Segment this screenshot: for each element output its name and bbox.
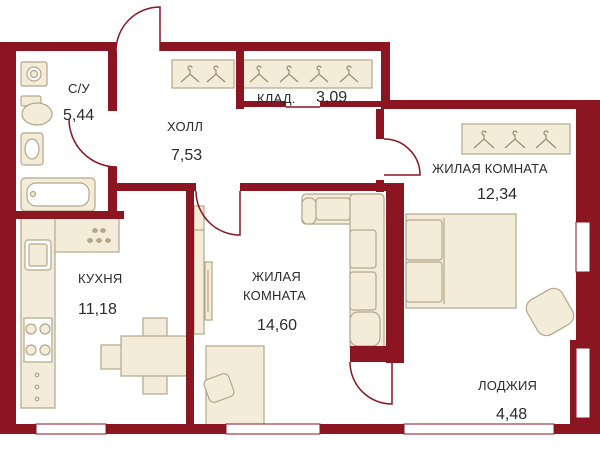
washing-machine-icon <box>20 61 48 87</box>
armchair-icon <box>525 287 575 337</box>
hanger-icon <box>171 59 235 89</box>
bedroom-door <box>383 138 421 176</box>
hanger-icon <box>339 65 359 83</box>
window-kitchen <box>35 423 107 435</box>
tv-icon <box>204 261 213 321</box>
bathtub-icon <box>20 177 96 212</box>
window-loggia-bottom <box>403 423 555 435</box>
stove-icon <box>23 317 53 363</box>
living-name-line2: КОМНАТА <box>243 288 306 303</box>
chair-icon <box>100 344 124 370</box>
kitchen-appliance-knobs <box>34 372 40 402</box>
hanger-icon <box>309 65 329 83</box>
kitchen-name: КУХНЯ <box>78 271 123 286</box>
loggia-area: 4,48 <box>496 406 528 423</box>
bathroom-name: С/У <box>68 81 90 96</box>
toilet-icon <box>20 95 53 126</box>
loggia-door <box>349 361 393 405</box>
bed-icon <box>405 213 517 309</box>
bedroom-area: 12,34 <box>477 186 518 203</box>
sink-icon <box>24 239 52 271</box>
hanger-icon <box>249 65 269 83</box>
doors <box>68 6 421 405</box>
hanger-icon <box>473 130 495 149</box>
hanger-icon <box>241 59 373 89</box>
table-icon <box>120 335 188 377</box>
hanger-icon <box>180 65 200 83</box>
hangers <box>180 65 557 149</box>
storage-name: КЛАД. <box>257 91 296 106</box>
hanger-icon <box>206 65 226 83</box>
wardrobe <box>193 205 205 335</box>
furniture <box>20 59 575 427</box>
chair-icon <box>203 373 235 403</box>
bedroom-name: ЖИЛАЯ КОМНАТА <box>432 161 548 176</box>
hanger-icon <box>504 130 526 149</box>
living-name-line1: ЖИЛАЯ <box>252 269 301 284</box>
window-bedroom <box>575 221 591 273</box>
loggia-name: ЛОДЖИЯ <box>478 378 538 393</box>
window-living <box>225 423 321 435</box>
detergent-icon <box>87 228 111 243</box>
entrance-door <box>115 6 161 52</box>
living-area: 14,60 <box>257 317 298 334</box>
kitchen-area: 11,18 <box>78 301 117 318</box>
bathroom-area: 5,44 <box>63 107 95 124</box>
storage-area: 3,09 <box>316 89 348 106</box>
hall-area: 7,53 <box>171 147 203 164</box>
hanger-icon <box>279 65 299 83</box>
sofa-icon <box>301 193 385 351</box>
sink-icon <box>20 132 44 166</box>
window-loggia <box>575 347 591 419</box>
hall-name: ХОЛЛ <box>167 119 204 134</box>
bathroom-door <box>68 118 118 168</box>
living-door <box>195 190 241 236</box>
windows <box>35 221 591 435</box>
hanger-icon <box>535 130 557 149</box>
hanger-icon <box>461 123 571 155</box>
